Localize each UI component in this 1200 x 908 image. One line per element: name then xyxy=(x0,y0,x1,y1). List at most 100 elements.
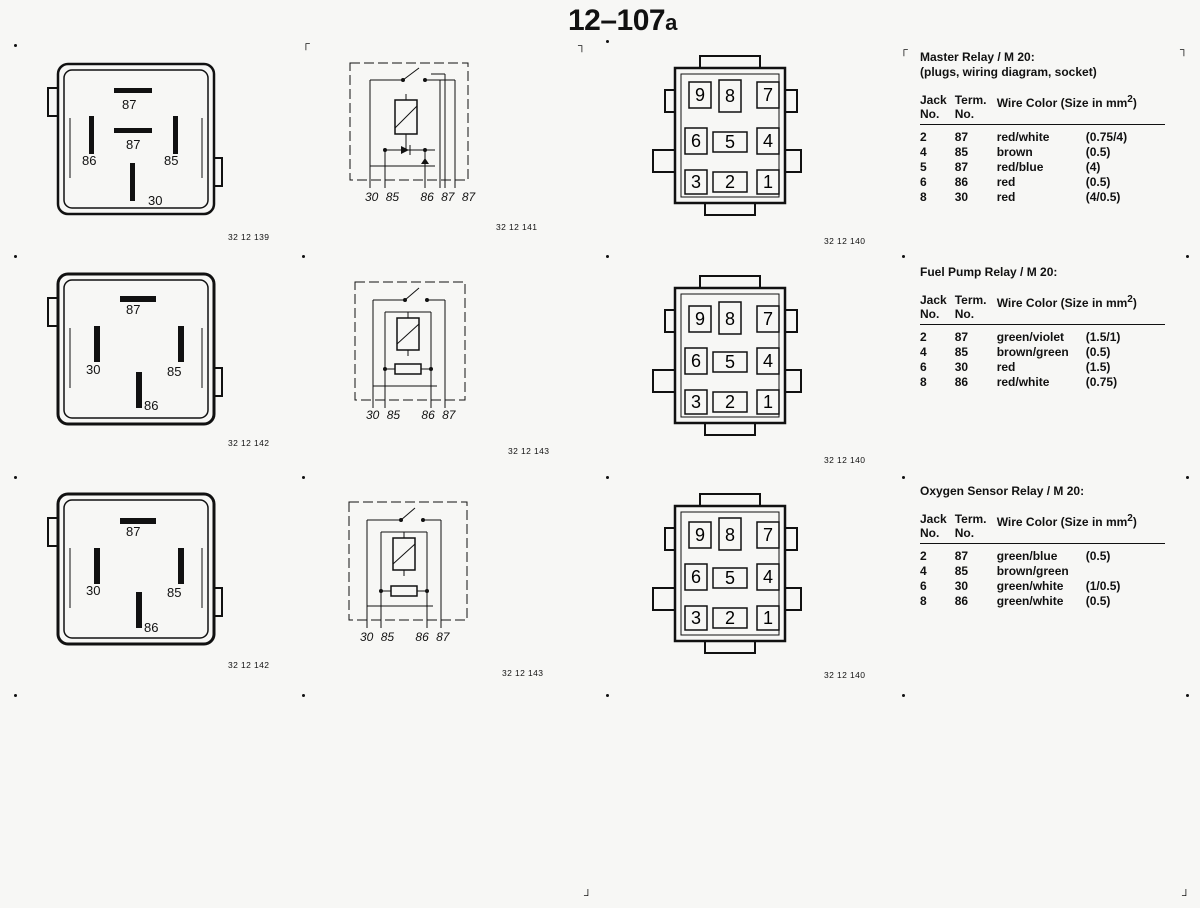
page-number-main: 12–107 xyxy=(568,4,666,37)
cell-color: red xyxy=(996,190,1016,204)
socket-jack-label: 8 xyxy=(725,86,735,106)
cell-jack: 2 xyxy=(920,330,927,344)
pin-label: 87 xyxy=(126,137,141,152)
socket-jack-label: 2 xyxy=(725,392,735,412)
terminal-label: 30 xyxy=(365,190,379,204)
terminal-label: 86 xyxy=(421,408,435,422)
socket-jack-label: 4 xyxy=(763,567,773,587)
crop-mark: ┘ xyxy=(584,890,592,902)
header-text: Jack xyxy=(920,512,947,526)
cell-jack: 8 xyxy=(920,190,927,204)
cell-color: brown/green xyxy=(996,345,1069,359)
cell-size: (0.5) xyxy=(1085,145,1111,159)
col-wire: Wire Color (Size in mm2) xyxy=(996,293,1165,325)
page-number: 12–107a xyxy=(568,4,677,38)
pin-label: 30 xyxy=(86,583,101,598)
registration-dot xyxy=(606,40,609,43)
figure-number: 32 12 142 xyxy=(228,660,270,670)
socket-jack-label: 5 xyxy=(725,568,735,588)
cell-size: (0.5) xyxy=(1085,175,1111,189)
col-term: Term.No. xyxy=(954,93,997,125)
cell-size: (0.5) xyxy=(1085,549,1111,563)
pin-label: 86 xyxy=(144,398,159,413)
figure-number: 32 12 142 xyxy=(228,438,270,448)
header-text: Wire Color (Size in mm xyxy=(996,96,1128,110)
pin-label: 87 xyxy=(126,524,141,539)
cell-term: 30 xyxy=(954,579,969,593)
cell-jack: 8 xyxy=(920,594,927,608)
pin-label: 87 xyxy=(122,97,137,112)
cell-term: 85 xyxy=(954,345,969,359)
socket-jack-label: 8 xyxy=(725,525,735,545)
registration-dot xyxy=(606,255,609,258)
section-title: Oxygen Sensor Relay / M 20: xyxy=(920,484,1085,498)
cell-color: red xyxy=(996,175,1016,189)
cell-jack: 4 xyxy=(920,564,927,578)
terminal-label: 30 xyxy=(360,630,374,644)
pin-label: 85 xyxy=(167,585,182,600)
registration-dot xyxy=(302,476,305,479)
figure-number: 32 12 143 xyxy=(502,668,544,678)
socket-jack-label: 6 xyxy=(691,351,701,371)
socket-jack-label: 1 xyxy=(763,608,773,628)
registration-dot xyxy=(14,694,17,697)
terminal-label: 86 xyxy=(415,630,429,644)
cell-term: 86 xyxy=(954,375,969,389)
figure-number: 32 12 139 xyxy=(228,232,270,242)
cell-size: (0.75) xyxy=(1085,375,1118,389)
header-text: 2 xyxy=(1127,294,1133,305)
relay-plug-diagram xyxy=(47,492,223,646)
cell-jack: 4 xyxy=(920,345,927,359)
cell-size: (1.5/1) xyxy=(1085,330,1121,344)
pin-label: 85 xyxy=(167,364,182,379)
cell-color: brown/green xyxy=(996,564,1069,578)
header-text: No. xyxy=(954,526,975,540)
cell-term: 86 xyxy=(954,175,969,189)
terminal-label: 85 xyxy=(380,630,395,644)
cell-color: green/blue xyxy=(996,549,1058,563)
cell-term: 85 xyxy=(954,564,969,578)
header-text: ) xyxy=(1132,515,1137,529)
cell-color: red xyxy=(996,360,1016,374)
socket-jack-label: 7 xyxy=(763,85,773,105)
registration-dot xyxy=(14,255,17,258)
cell-jack: 5 xyxy=(920,160,927,174)
relay-socket-diagram: 9 8 7 6 5 4 3 2 1 xyxy=(652,275,802,436)
socket-jack-label: 3 xyxy=(691,172,701,192)
terminal-label: 87 xyxy=(442,408,456,422)
figure-number: 32 12 141 xyxy=(496,222,538,232)
terminal-label: 87 xyxy=(441,190,455,204)
cell-color: red/white xyxy=(996,130,1050,144)
relay-socket-diagram: 9 8 7 6 5 4 3 2 1 xyxy=(652,493,802,654)
cell-term: 86 xyxy=(954,594,969,608)
registration-dot xyxy=(902,255,905,258)
header-text: ) xyxy=(1132,296,1137,310)
socket-jack-label: 3 xyxy=(691,608,701,628)
col-wire: Wire Color (Size in mm2) xyxy=(996,93,1165,125)
header-text: 2 xyxy=(1127,94,1133,105)
pin-label: 30 xyxy=(86,362,101,377)
col-term: Term.No. xyxy=(954,293,997,325)
cell-size xyxy=(1086,564,1165,579)
section-title: Master Relay / M 20: xyxy=(920,50,1035,64)
cell-size: (4) xyxy=(1085,160,1101,174)
relay-wiring-schematic xyxy=(349,62,469,188)
registration-dot xyxy=(606,694,609,697)
registration-dot xyxy=(1186,255,1189,258)
terminal-label: 86 xyxy=(420,190,434,204)
figure-number: 32 12 143 xyxy=(508,446,550,456)
header-text: Jack xyxy=(920,93,947,107)
registration-dot xyxy=(14,476,17,479)
section-subtitle: (plugs, wiring diagram, socket) xyxy=(920,65,1097,79)
cell-term: 85 xyxy=(954,145,969,159)
crop-mark: ┐ xyxy=(578,40,586,52)
terminal-label: 30 xyxy=(366,408,380,422)
